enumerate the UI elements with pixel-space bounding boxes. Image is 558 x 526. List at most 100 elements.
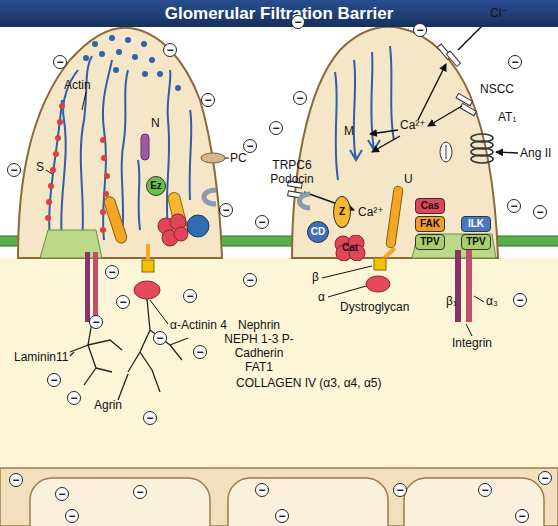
protein-name: Cat xyxy=(342,243,358,253)
charge-circle: − xyxy=(183,289,197,303)
charge-circle: − xyxy=(9,473,23,487)
dot xyxy=(100,209,106,215)
charge-circle: − xyxy=(133,485,147,499)
part-label: Ca²⁺ xyxy=(400,118,426,132)
part-label: α₃ xyxy=(486,294,498,308)
protein-name: ILK xyxy=(468,219,484,229)
protein-node: Cas xyxy=(415,198,445,214)
endothelial-cell xyxy=(30,478,210,526)
charge-sign: − xyxy=(136,486,143,498)
charge-circle: − xyxy=(293,91,307,105)
catenin-clover xyxy=(158,214,188,246)
charge-sign: − xyxy=(516,294,523,306)
title-banner: Glomerular Filtration Barrier xyxy=(0,0,558,27)
myosin-filaments xyxy=(335,46,394,180)
charge-sign: − xyxy=(166,44,173,56)
part-label: Actin xyxy=(64,78,91,92)
dot xyxy=(116,49,122,55)
channel-half xyxy=(446,51,460,66)
part-label: Nephrin NEPH 1-3 P-Cadherin FAT1 xyxy=(222,318,296,374)
charge-circle: − xyxy=(163,43,177,57)
arrow xyxy=(418,64,446,120)
vesicle xyxy=(440,142,452,162)
actin-line xyxy=(49,100,62,238)
charge-sign: − xyxy=(119,296,126,308)
protein-node: Cat xyxy=(334,235,366,261)
charge-circle: − xyxy=(243,139,257,153)
dot xyxy=(109,35,115,41)
charge-sign: − xyxy=(246,274,253,286)
dot xyxy=(141,41,147,47)
dystroglycan-alpha xyxy=(366,276,390,292)
charge-sign: − xyxy=(156,332,163,344)
charge-sign: − xyxy=(541,472,548,484)
protein-node: TPV xyxy=(461,234,491,250)
dot xyxy=(55,135,61,141)
protein-name: TPV xyxy=(420,237,439,247)
dot xyxy=(157,71,163,77)
part-label: PC xyxy=(230,151,247,165)
dot xyxy=(175,85,181,91)
dot xyxy=(142,71,148,77)
leader-line xyxy=(328,286,366,297)
charge-sign: − xyxy=(56,56,63,68)
basement-membrane xyxy=(0,258,558,470)
charge-sign: − xyxy=(258,484,265,496)
leader-line xyxy=(466,324,472,336)
dot xyxy=(50,167,56,173)
charge-circle: − xyxy=(269,121,283,135)
part-label: TRPC6 Podocin xyxy=(264,158,320,186)
charge-sign: − xyxy=(258,216,265,228)
charge-circle: − xyxy=(116,295,130,309)
charge-circle: − xyxy=(255,483,269,497)
charge-circle: − xyxy=(219,203,233,217)
charge-circle: − xyxy=(47,373,61,387)
integrin-bar xyxy=(466,250,472,322)
charge-sign: − xyxy=(222,204,229,216)
charge-sign: − xyxy=(146,412,153,424)
leader-line xyxy=(118,374,128,400)
leader-line xyxy=(150,300,168,324)
charge-sign: − xyxy=(511,56,518,68)
integrin-bar xyxy=(455,250,461,322)
dot xyxy=(83,55,89,61)
charge-circle: − xyxy=(243,273,257,287)
charge-circle: − xyxy=(255,215,269,229)
charge-circle: − xyxy=(105,265,119,279)
charge-circle: − xyxy=(508,55,522,69)
protein-node: FAK xyxy=(415,216,445,232)
charge-circle: − xyxy=(513,293,527,307)
charge-circle: − xyxy=(413,23,427,37)
branch xyxy=(128,299,188,392)
ion-channels xyxy=(288,44,477,198)
myosin-line xyxy=(335,72,338,180)
protein-name: TPV xyxy=(466,237,485,247)
leader-line xyxy=(225,158,229,159)
charge-circle: − xyxy=(53,55,67,69)
actin-line xyxy=(61,70,78,240)
charge-sign: − xyxy=(108,266,115,278)
branch xyxy=(70,322,122,385)
charge-sign: − xyxy=(481,484,488,496)
leader-line xyxy=(70,352,74,356)
charge-circle: − xyxy=(533,205,547,219)
protein-node: TPV xyxy=(415,234,445,250)
charge-circle: − xyxy=(478,483,492,497)
podocin-loop xyxy=(204,190,216,204)
integrin-base xyxy=(40,230,102,258)
charge-sign: − xyxy=(396,484,403,496)
part-label: S xyxy=(36,160,44,174)
alpha-actinin xyxy=(103,195,128,244)
part-label: Agrin xyxy=(94,398,122,412)
integrin-bar xyxy=(93,252,98,322)
charge-circle: − xyxy=(193,345,207,359)
charge-sign: − xyxy=(510,200,517,212)
dot xyxy=(113,67,119,73)
slit-diaphragm xyxy=(490,236,558,246)
charge-sign: − xyxy=(68,510,75,522)
charge-circle: − xyxy=(89,315,103,329)
arrow xyxy=(496,152,518,153)
part-label: COLLAGEN IV (α3, α4, α5) xyxy=(236,376,382,390)
arrow xyxy=(370,130,398,134)
part-label: Ca²⁺ xyxy=(358,205,384,219)
